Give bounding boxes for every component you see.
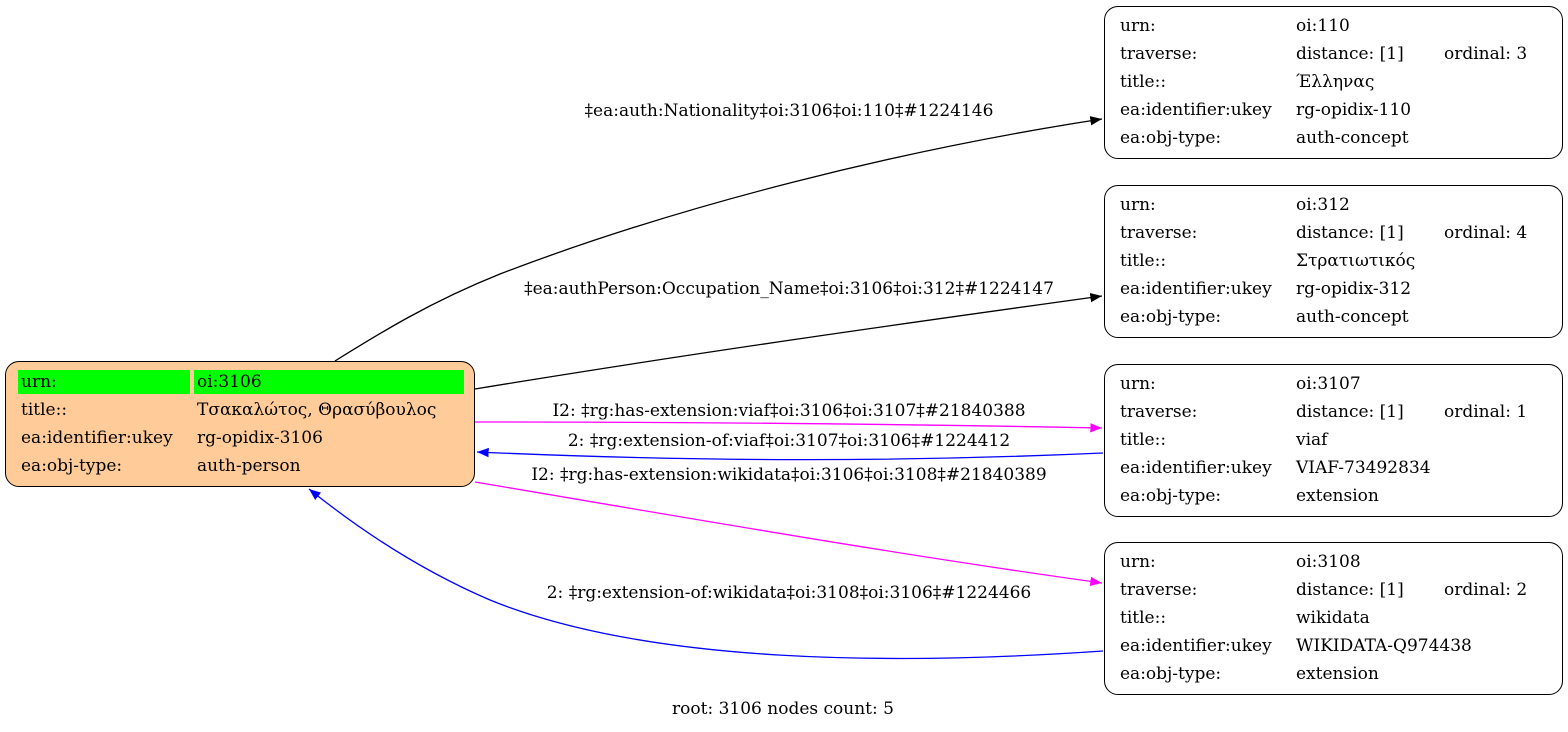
node-traverse-ordinal: ordinal: 2 <box>1444 580 1528 600</box>
node-ukey-value: rg-opidix-312 <box>1296 279 1412 299</box>
node-row-obj-type: ea:obj-type: extension <box>1117 484 1557 508</box>
node-obj-type-key: ea:obj-type: <box>1120 307 1222 327</box>
node-ukey-key: ea:identifier:ukey <box>1120 279 1272 299</box>
node-row-obj-type: ea:obj-type: auth-concept <box>1117 305 1557 329</box>
node-title-key: title:: <box>1120 72 1167 92</box>
node-urn-value: oi:3107 <box>1296 374 1361 394</box>
node-row-urn: urn: oi:312 <box>1117 193 1557 217</box>
node-title-key: title:: <box>1120 251 1167 271</box>
node-row-title: title:: viaf <box>1117 428 1557 452</box>
node-traverse-ordinal: ordinal: 1 <box>1444 402 1528 422</box>
edge-label-extension-of-viaf: 2: ‡rg:extension-of:viaf‡oi:3107‡oi:3106… <box>567 431 1011 451</box>
node-urn-value: oi:3108 <box>1296 552 1361 572</box>
graph-node-oi-3108[interactable]: urn: oi:3108 traverse: distance: [1] ord… <box>1104 542 1563 695</box>
node-obj-type-value: extension <box>1296 486 1379 506</box>
root-title-key: title:: <box>21 400 68 420</box>
node-urn-key: urn: <box>1120 16 1156 36</box>
node-ukey-key: ea:identifier:ukey <box>1120 100 1272 120</box>
node-row-urn: urn: oi:110 <box>1117 14 1557 38</box>
node-title-key: title:: <box>1120 608 1167 628</box>
node-row-ukey: ea:identifier:ukey WIKIDATA-Q974438 <box>1117 634 1557 658</box>
node-traverse-key: traverse: <box>1120 402 1198 422</box>
root-title-value: Τσακαλώτος, Θρασύβουλος <box>197 400 437 420</box>
node-traverse-key: traverse: <box>1120 223 1198 243</box>
edge-has-extension-wikidata[interactable] <box>474 481 1103 587</box>
edge-label-has-extension-viaf: I2: ‡rg:has-extension:viaf‡oi:3106‡oi:31… <box>552 401 1026 421</box>
edge-has-extension-viaf[interactable] <box>474 421 1103 433</box>
root-row-obj-type: ea:obj-type: auth-person <box>18 454 464 478</box>
node-traverse-key: traverse: <box>1120 44 1198 64</box>
node-urn-value: oi:110 <box>1296 16 1350 36</box>
root-ukey-value: rg-opidix-3106 <box>197 428 323 448</box>
node-row-urn: urn: oi:3107 <box>1117 372 1557 396</box>
node-title-key: title:: <box>1120 430 1167 450</box>
node-traverse-distance: distance: [1] <box>1296 580 1404 600</box>
node-ukey-key: ea:identifier:ukey <box>1120 458 1272 478</box>
root-obj-type-value: auth-person <box>197 456 301 476</box>
node-obj-type-value: extension <box>1296 664 1379 684</box>
node-row-traverse: traverse: distance: [1] ordinal: 4 <box>1117 221 1557 245</box>
node-row-title: title:: Στρατιωτικός <box>1117 249 1557 273</box>
node-row-traverse: traverse: distance: [1] ordinal: 2 <box>1117 578 1557 602</box>
node-obj-type-value: auth-concept <box>1296 307 1409 327</box>
edge-label-nationality: ‡ea:auth:Nationality‡oi:3106‡oi:110‡#122… <box>584 101 994 121</box>
node-row-ukey: ea:identifier:ukey rg-opidix-312 <box>1117 277 1557 301</box>
edge-label-occupation: ‡ea:authPerson:Occupation_Name‡oi:3106‡o… <box>524 279 1054 299</box>
root-obj-type-key: ea:obj-type: <box>21 456 123 476</box>
root-urn-key: urn: <box>18 370 190 394</box>
edge-extension-of-wikidata[interactable] <box>308 488 1104 660</box>
node-traverse-key: traverse: <box>1120 580 1198 600</box>
node-title-value: Στρατιωτικός <box>1296 251 1416 271</box>
node-urn-key: urn: <box>1120 195 1156 215</box>
root-row-urn: urn: oi:3106 <box>18 370 464 394</box>
node-row-ukey: ea:identifier:ukey VIAF-73492834 <box>1117 456 1557 480</box>
root-node[interactable]: urn: oi:3106 title:: Τσακαλώτος, Θρασύβο… <box>5 361 475 487</box>
node-row-obj-type: ea:obj-type: extension <box>1117 662 1557 686</box>
edge-label-has-extension-wikidata: I2: ‡rg:has-extension:wikidata‡oi:3106‡o… <box>531 465 1047 485</box>
root-row-title: title:: Τσακαλώτος, Θρασύβουλος <box>18 398 464 422</box>
node-traverse-distance: distance: [1] <box>1296 223 1404 243</box>
node-traverse-ordinal: ordinal: 4 <box>1444 223 1528 243</box>
edge-extension-of-viaf[interactable] <box>476 447 1104 461</box>
node-traverse-distance: distance: [1] <box>1296 44 1404 64</box>
graph-node-oi-110[interactable]: urn: oi:110 traverse: distance: [1] ordi… <box>1104 6 1563 159</box>
node-title-value: viaf <box>1296 430 1328 450</box>
node-ukey-value: WIKIDATA-Q974438 <box>1296 636 1472 656</box>
node-obj-type-key: ea:obj-type: <box>1120 486 1222 506</box>
node-row-ukey: ea:identifier:ukey rg-opidix-110 <box>1117 98 1557 122</box>
node-row-title: title:: wikidata <box>1117 606 1557 630</box>
node-row-traverse: traverse: distance: [1] ordinal: 1 <box>1117 400 1557 424</box>
node-row-urn: urn: oi:3108 <box>1117 550 1557 574</box>
node-obj-type-key: ea:obj-type: <box>1120 664 1222 684</box>
edge-occupation[interactable] <box>474 292 1103 390</box>
graph-node-oi-312[interactable]: urn: oi:312 traverse: distance: [1] ordi… <box>1104 185 1563 338</box>
root-row-ukey: ea:identifier:ukey rg-opidix-3106 <box>18 426 464 450</box>
node-urn-value: oi:312 <box>1296 195 1350 215</box>
edge-nationality[interactable] <box>334 116 1103 362</box>
node-row-title: title:: Έλληνας <box>1117 70 1557 94</box>
node-title-value: Έλληνας <box>1296 72 1375 92</box>
graph-footer: root: 3106 nodes count: 5 <box>672 699 894 719</box>
node-title-value: wikidata <box>1296 608 1370 628</box>
root-urn-value: oi:3106 <box>194 370 464 394</box>
node-obj-type-value: auth-concept <box>1296 128 1409 148</box>
graph-node-oi-3107[interactable]: urn: oi:3107 traverse: distance: [1] ord… <box>1104 364 1563 517</box>
node-urn-key: urn: <box>1120 552 1156 572</box>
node-ukey-value: rg-opidix-110 <box>1296 100 1412 120</box>
node-traverse-distance: distance: [1] <box>1296 402 1404 422</box>
root-ukey-key: ea:identifier:ukey <box>21 428 173 448</box>
node-obj-type-key: ea:obj-type: <box>1120 128 1222 148</box>
node-ukey-value: VIAF-73492834 <box>1296 458 1431 478</box>
node-urn-key: urn: <box>1120 374 1156 394</box>
edge-label-extension-of-wikidata: 2: ‡rg:extension-of:wikidata‡oi:3108‡oi:… <box>546 583 1032 603</box>
node-ukey-key: ea:identifier:ukey <box>1120 636 1272 656</box>
node-row-traverse: traverse: distance: [1] ordinal: 3 <box>1117 42 1557 66</box>
node-row-obj-type: ea:obj-type: auth-concept <box>1117 126 1557 150</box>
node-traverse-ordinal: ordinal: 3 <box>1444 44 1528 64</box>
